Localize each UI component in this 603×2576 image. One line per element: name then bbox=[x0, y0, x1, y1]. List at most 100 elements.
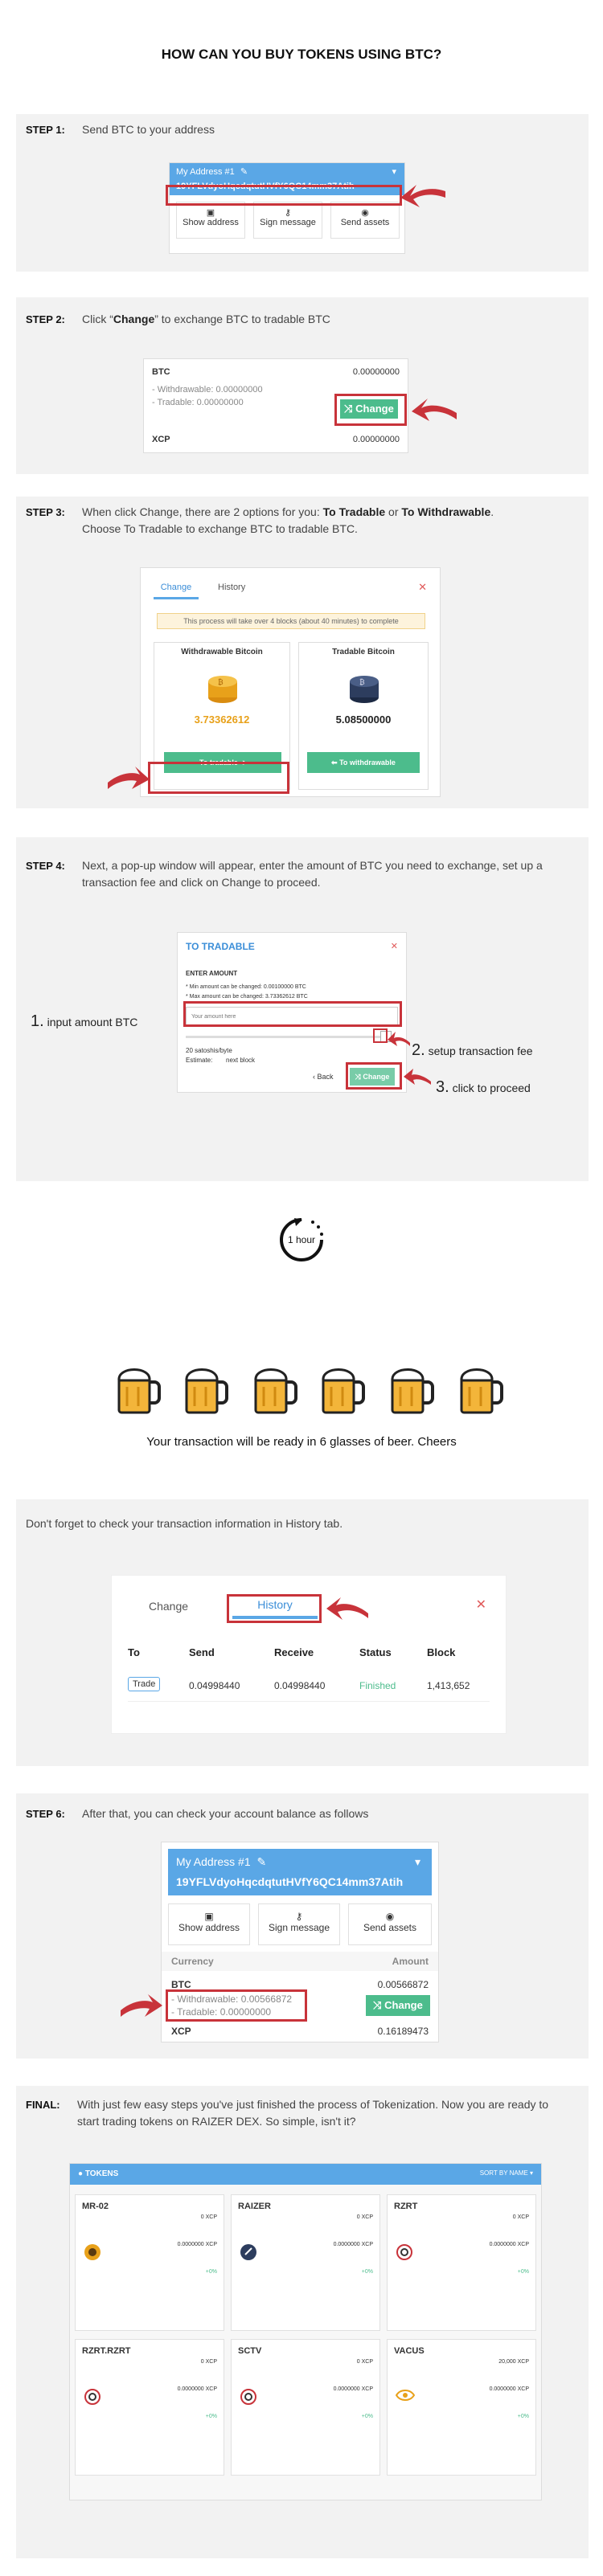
token-name: RZRT bbox=[394, 2202, 418, 2211]
sort-dropdown[interactable]: SORT BY NAME ▾ bbox=[480, 2169, 533, 2177]
tab-change[interactable]: Change bbox=[149, 1600, 189, 1613]
red-arrow-icon bbox=[412, 399, 457, 421]
step5-section: Don't forget to check your transaction i… bbox=[16, 1499, 589, 1766]
tab-history[interactable]: History bbox=[232, 1598, 318, 1619]
close-icon[interactable]: ✕ bbox=[475, 1598, 486, 1612]
amount-header: Amount bbox=[392, 1956, 429, 1967]
col-receive: Receive bbox=[274, 1646, 314, 1658]
token-name: SCTV bbox=[238, 2346, 262, 2356]
annotation-2: 2. setup transaction fee bbox=[412, 1041, 533, 1060]
address-card: My Address #1 ✎ ▾ 19YFLVdyoHqcdqtutHVfY6… bbox=[169, 162, 405, 254]
annotation-1: 1. input amount BTC bbox=[31, 1012, 137, 1031]
change-button[interactable]: ⤨ Change bbox=[340, 399, 398, 419]
sign-message-button[interactable]: ⚷ Sign message bbox=[258, 1903, 340, 1945]
tab-history[interactable]: History bbox=[218, 583, 246, 592]
step3-text-b: To Tradable bbox=[322, 505, 386, 518]
key-icon: ⚷ bbox=[284, 208, 292, 218]
annotation-3-num: 3. bbox=[436, 1078, 449, 1096]
address-name: My Address #1 bbox=[176, 1855, 251, 1868]
close-icon[interactable]: ✕ bbox=[390, 942, 398, 951]
back-button[interactable]: ‹ Back bbox=[313, 1073, 334, 1081]
send-icon: ◉ bbox=[385, 1911, 395, 1922]
pencil-icon[interactable]: ✎ bbox=[256, 1855, 267, 1868]
gold-coins-icon: ₿ bbox=[208, 676, 237, 703]
send-assets-button[interactable]: ◉ Send assets bbox=[330, 202, 400, 239]
estimate-value: next block bbox=[226, 1057, 256, 1064]
sort-label: SORT BY NAME bbox=[479, 2169, 528, 2177]
step3-text-e: . bbox=[490, 505, 494, 518]
row-block: 1,413,652 bbox=[427, 1680, 470, 1691]
token-price-2: 0.0000000 XCP bbox=[177, 2386, 217, 2392]
step2-text-bold: Change bbox=[113, 313, 155, 325]
change-button[interactable]: ⤨ Change bbox=[366, 1995, 430, 2016]
token-logo-icon bbox=[84, 2244, 100, 2260]
token-change: +0% bbox=[361, 2269, 373, 2275]
to-withdrawable-button[interactable]: ⬅ To withdrawable bbox=[307, 752, 420, 773]
address-name: My Address #1 bbox=[176, 167, 235, 177]
svg-text:₿: ₿ bbox=[359, 678, 365, 686]
step2-text-post: ” to exchange BTC to tradable BTC bbox=[154, 313, 330, 325]
change-submit-button[interactable]: ⤨ Change bbox=[350, 1068, 395, 1086]
beer-icon bbox=[185, 1368, 228, 1414]
token-price-1: 0 XCP bbox=[512, 2214, 529, 2220]
row-send: 0.04998440 bbox=[189, 1680, 240, 1691]
sign-message-button[interactable]: ⚷ Sign message bbox=[253, 202, 322, 239]
final-label: FINAL: bbox=[26, 2099, 60, 2111]
tab-change[interactable]: Change bbox=[154, 583, 199, 599]
token-change: +0% bbox=[361, 2414, 373, 2419]
step3-text: When click Change, there are 2 options f… bbox=[82, 504, 572, 538]
annotation-3: 3. click to proceed bbox=[436, 1078, 531, 1097]
step4-text: Next, a pop-up window will appear, enter… bbox=[82, 859, 543, 889]
sign-message-label: Sign message bbox=[268, 1922, 330, 1933]
beer-icon bbox=[391, 1368, 434, 1414]
red-arrow-icon bbox=[326, 1597, 368, 1620]
sign-message-label: Sign message bbox=[260, 218, 316, 227]
currency-header: Currency bbox=[171, 1956, 214, 1967]
address-header[interactable]: My Address #1 ✎ ▾ 19YFLVdyoHqcdqtutHVfY6… bbox=[168, 1849, 432, 1895]
history-card: Change History ✕ To Send Receive Status … bbox=[111, 1575, 507, 1734]
amount-highlight bbox=[183, 1001, 402, 1027]
notice-bar: This process will take over 4 blocks (ab… bbox=[157, 613, 425, 629]
to-withdrawable-label: To withdrawable bbox=[339, 758, 396, 767]
chevron-down-icon[interactable]: ▾ bbox=[392, 167, 396, 177]
key-icon: ⚷ bbox=[295, 1911, 303, 1922]
change-label: Change bbox=[384, 1999, 423, 2011]
beer-icon bbox=[322, 1368, 365, 1414]
tradable-line: - Tradable: 0.00000000 bbox=[171, 2006, 272, 2018]
col-block: Block bbox=[427, 1646, 456, 1658]
table-header: Currency Amount bbox=[162, 1952, 438, 1971]
step3-label: STEP 3: bbox=[26, 506, 65, 518]
send-assets-button[interactable]: ◉ Send assets bbox=[348, 1903, 432, 1945]
step2-text-pre: Click “ bbox=[82, 313, 113, 325]
row-receive: 0.04998440 bbox=[274, 1680, 326, 1691]
token-price-1: 0 XCP bbox=[200, 2359, 217, 2365]
tradable-panel: Tradable Bitcoin ₿ 5.08500000 ⬅ To withd… bbox=[298, 642, 429, 790]
fee-slider[interactable] bbox=[186, 1036, 392, 1038]
token-price-2: 0.0000000 XCP bbox=[177, 2242, 217, 2247]
token-logo-icon bbox=[84, 2389, 100, 2405]
token-change: +0% bbox=[205, 2414, 217, 2419]
token-name: RZRT.RZRT bbox=[82, 2346, 131, 2356]
token-card[interactable]: RZRT.RZRT 0 XCP 0.0000000 XCP +0% bbox=[75, 2339, 224, 2476]
xcp-label: XCP bbox=[171, 2026, 191, 2037]
token-logo-icon bbox=[396, 2244, 412, 2260]
min-amount-line: * Min amount can be changed: 0.00100000 … bbox=[186, 984, 306, 990]
red-arrow-icon bbox=[404, 1069, 431, 1085]
svg-text:₿: ₿ bbox=[218, 678, 224, 686]
step6-text: After that, you can check your account b… bbox=[82, 1807, 369, 1820]
show-address-button[interactable]: ▣ Show address bbox=[176, 202, 245, 239]
pencil-icon[interactable]: ✎ bbox=[240, 167, 248, 177]
chevron-down-icon[interactable]: ▾ bbox=[414, 1855, 420, 1868]
close-icon[interactable]: ✕ bbox=[418, 581, 427, 593]
token-change: +0% bbox=[517, 2269, 529, 2275]
to-tradable-modal: TO TRADABLE ✕ ENTER AMOUNT * Min amount … bbox=[177, 932, 407, 1093]
show-address-button[interactable]: ▣ Show address bbox=[168, 1903, 250, 1945]
